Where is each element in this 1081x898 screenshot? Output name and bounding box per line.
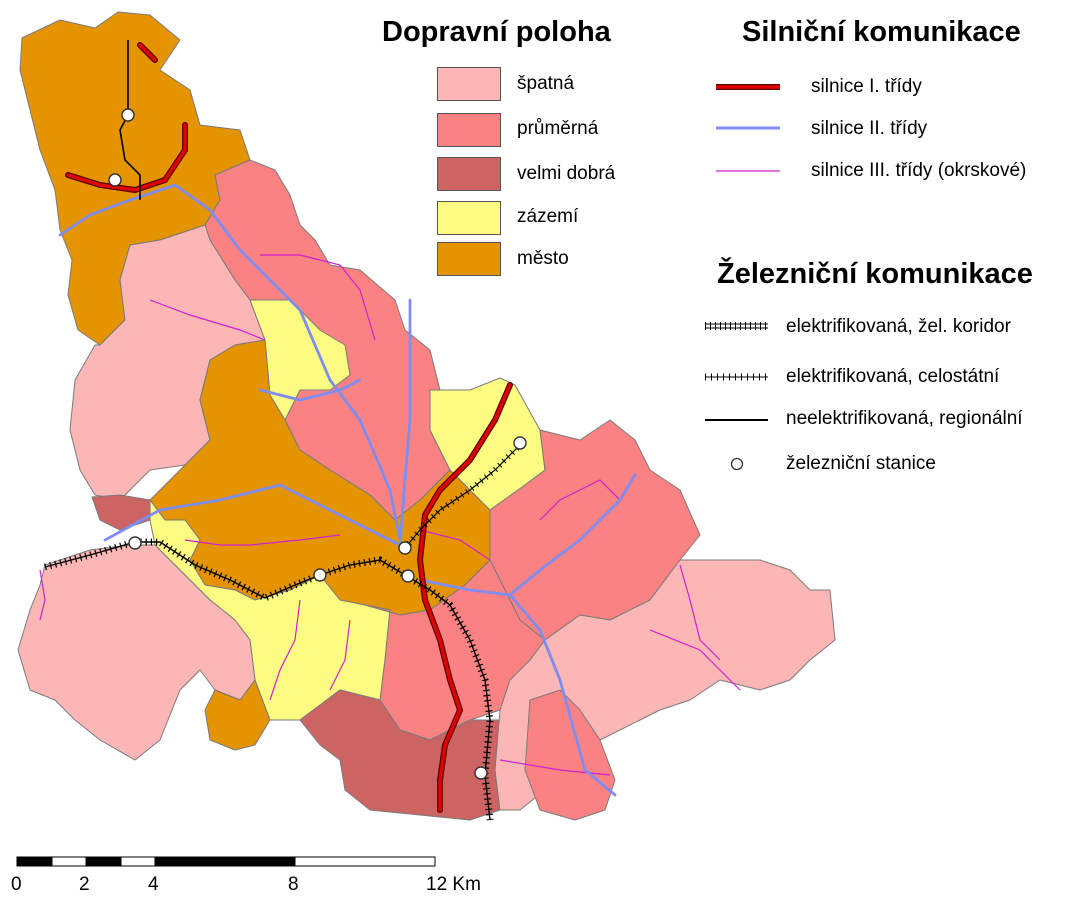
station-circle[interactable] <box>513 436 527 450</box>
railways <box>44 40 523 821</box>
scale-label: 4 <box>148 874 159 895</box>
legend-position-title: Dopravní poloha <box>382 16 611 48</box>
region-spatna <box>17 544 256 761</box>
legend-roads-title: Silniční komunikace <box>742 16 1021 48</box>
station-circle[interactable] <box>474 766 488 780</box>
station-circle[interactable] <box>313 568 327 582</box>
legend-rail-label: elektrifikovaná, žel. koridor <box>786 316 1011 337</box>
region-prumerna <box>524 689 616 821</box>
region-velmi-dobra <box>91 494 151 531</box>
station-circle[interactable] <box>108 173 122 187</box>
legend-rail-symbols <box>705 322 768 471</box>
scale-label: 2 <box>79 874 90 895</box>
swatch-mesto <box>437 242 501 276</box>
legend-road-label: silnice II. třídy <box>811 118 928 139</box>
scale-label: 12 Km <box>426 874 481 895</box>
legend-station-symbol <box>730 457 744 471</box>
swatch-spatna <box>437 67 501 101</box>
station-circle[interactable] <box>128 536 142 550</box>
swatch-velmi-dobra <box>437 157 501 191</box>
roads-ii <box>58 183 637 797</box>
swatch-zazemi <box>437 201 501 235</box>
legend-position-label: špatná <box>517 73 575 94</box>
legend-position-label: velmi dobrá <box>517 163 616 184</box>
station-circle[interactable] <box>398 541 412 555</box>
scale-label: 0 <box>11 874 22 895</box>
legend-road-symbols <box>716 84 780 172</box>
railway-stations <box>108 108 527 780</box>
station-circle[interactable] <box>401 569 415 583</box>
legend-rail-label: elektrifikovaná, celostátní <box>786 366 1000 387</box>
legend-position-label: průměrná <box>517 118 599 139</box>
region-mesto <box>204 679 271 751</box>
legend-position-label: zázemí <box>517 206 579 227</box>
legend-road-label: silnice III. třídy (okrskové) <box>811 160 1027 181</box>
scale-bar <box>16 856 436 867</box>
legend-road-label: silnice I. třídy <box>811 76 922 97</box>
roads-iii <box>39 254 741 776</box>
legend-rail-label: neelektrifikovaná, regionální <box>786 408 1023 429</box>
station-circle[interactable] <box>121 108 135 122</box>
swatch-prumerna <box>437 113 501 147</box>
legend-rail-title: Železniční komunikace <box>717 258 1033 290</box>
legend-position-label: město <box>517 248 569 269</box>
legend-rail-label: železniční stanice <box>786 453 936 474</box>
scale-label: 8 <box>288 874 299 895</box>
map-regions <box>17 11 836 821</box>
roads-i <box>65 42 513 813</box>
